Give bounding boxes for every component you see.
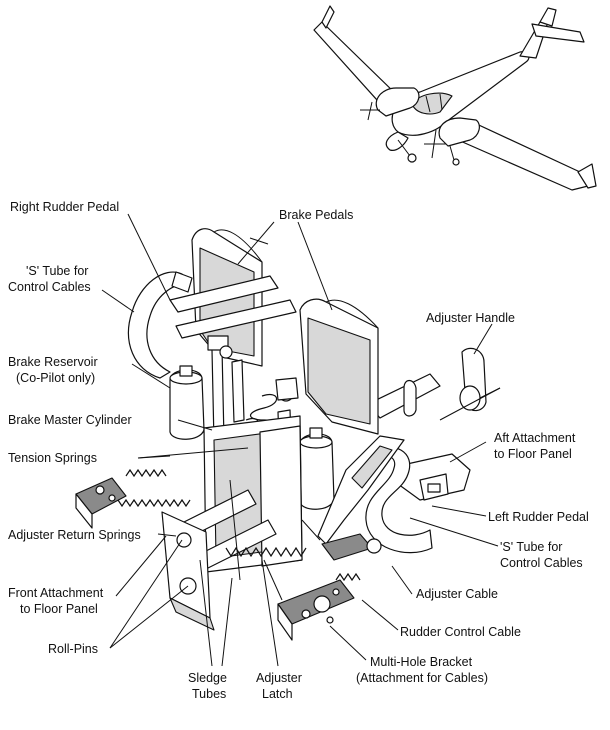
label-rudder-control-cable: Rudder Control Cable <box>400 625 521 639</box>
label-s-tube-left-line1: 'S' Tube for <box>26 264 88 278</box>
label-adjuster-latch-line2: Latch <box>262 687 293 701</box>
label-s-tube-left-line2: Control Cables <box>8 280 91 294</box>
label-adjuster-cable: Adjuster Cable <box>416 587 498 601</box>
label-adjuster-handle: Adjuster Handle <box>426 311 515 325</box>
label-s-tube-right-line2: Control Cables <box>500 556 583 570</box>
label-adjuster-return-springs: Adjuster Return Springs <box>8 528 141 542</box>
label-brake-reservoir-line2: (Co-Pilot only) <box>16 371 95 385</box>
label-sledge-tubes-line2: Tubes <box>192 687 226 701</box>
label-multi-hole-bracket-line2: (Attachment for Cables) <box>356 671 488 685</box>
label-brake-pedals: Brake Pedals <box>279 208 353 222</box>
label-tension-springs: Tension Springs <box>8 451 97 465</box>
label-adjuster-latch-line1: Adjuster <box>256 671 302 685</box>
rudder-pedal-assembly <box>75 228 501 641</box>
label-multi-hole-bracket-line1: Multi-Hole Bracket <box>370 655 473 669</box>
label-sledge-tubes-line1: Sledge <box>188 671 227 685</box>
label-aft-attachment-line2: to Floor Panel <box>494 447 572 461</box>
label-front-attachment-line1: Front Attachment <box>8 586 104 600</box>
part-labels: Right Rudder Pedal Brake Pedals 'S' Tube… <box>8 200 589 701</box>
label-aft-attachment-line1: Aft Attachment <box>494 431 576 445</box>
label-brake-reservoir-line1: Brake Reservoir <box>8 355 98 369</box>
aircraft-icon <box>313 5 597 191</box>
label-roll-pins: Roll-Pins <box>48 642 98 656</box>
label-brake-master-cylinder: Brake Master Cylinder <box>8 413 132 427</box>
label-s-tube-right-line1: 'S' Tube for <box>500 540 562 554</box>
leader-lines <box>101 213 499 667</box>
label-right-rudder-pedal: Right Rudder Pedal <box>10 200 119 214</box>
label-left-rudder-pedal: Left Rudder Pedal <box>488 510 589 524</box>
label-front-attachment-line2: to Floor Panel <box>20 602 98 616</box>
